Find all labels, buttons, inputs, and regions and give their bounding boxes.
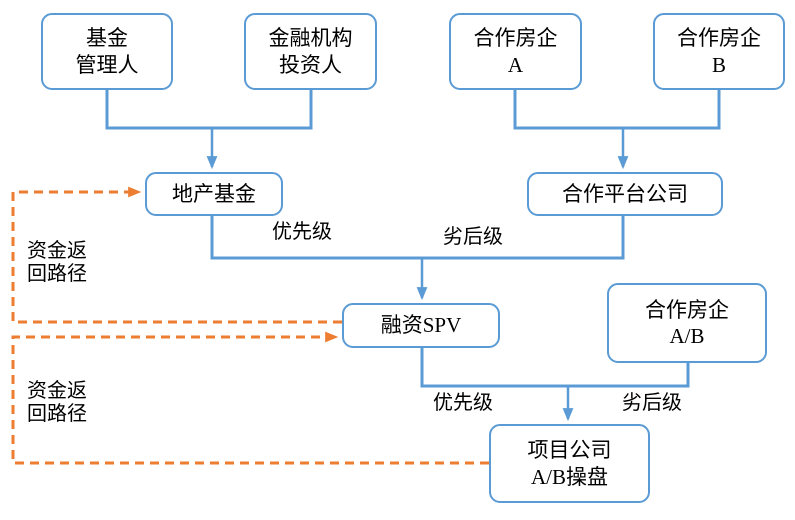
node-platform-company: 合作平台公司 xyxy=(527,172,723,216)
node-partner-developer-ab: 合作房企 A/B xyxy=(607,283,767,363)
connector-right-pair-merge xyxy=(513,90,721,130)
node-partner-developer-b: 合作房企 B xyxy=(653,13,785,90)
node-partner-developer-a: 合作房企 A xyxy=(449,13,582,90)
connector-left-pair-merge xyxy=(105,90,313,130)
label-junior-tranche-lower: 劣后级 xyxy=(622,392,682,414)
label-fund-return-path-upper: 资金返 回路径 xyxy=(27,240,87,285)
node-financial-institution-investor: 金融机构 投资人 xyxy=(244,13,377,90)
node-real-estate-fund: 地产基金 xyxy=(145,172,283,216)
node-fund-manager: 基金 管理人 xyxy=(41,13,173,90)
label-fund-return-path-lower: 资金返 回路径 xyxy=(27,380,87,425)
label-senior-tranche-lower: 优先级 xyxy=(433,392,493,414)
node-project-company: 项目公司 A/B操盘 xyxy=(489,424,650,503)
label-senior-tranche-upper: 优先级 xyxy=(272,221,332,243)
node-financing-spv: 融资SPV xyxy=(342,303,500,348)
label-junior-tranche-upper: 劣后级 xyxy=(443,226,503,248)
